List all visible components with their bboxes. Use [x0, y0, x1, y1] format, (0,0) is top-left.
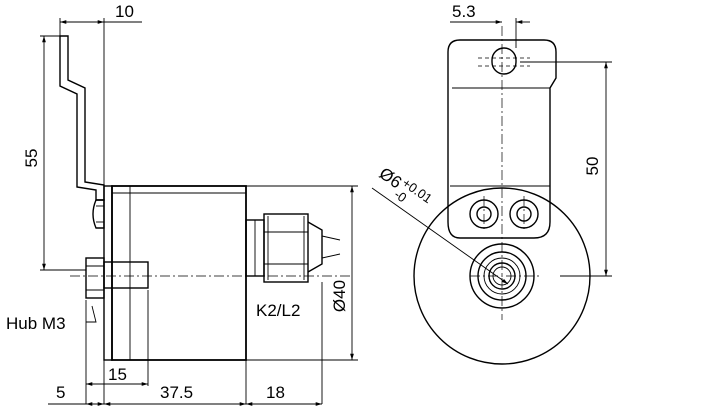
- flange-plate: [103, 185, 113, 361]
- mounting-screws: [469, 199, 539, 229]
- cable-gland: [245, 213, 341, 283]
- dim-shaft-length: 15: [108, 365, 127, 384]
- label-connector: K2/L2: [256, 301, 300, 320]
- dim-body-length: 37.5: [160, 383, 193, 402]
- housing-body: [111, 185, 247, 361]
- dim-bracket-height: 55: [22, 149, 41, 168]
- mounting-bracket: [59, 35, 105, 201]
- dim-bracket-offset: 10: [115, 2, 134, 21]
- dim-hub-offset: 5: [56, 383, 65, 402]
- dim-slot-offset: 5.3: [452, 2, 476, 21]
- bracket-screw: [92, 199, 105, 229]
- side-view: 10 55 5 37.5 18 15 Ø40 Hub M3 K2/L2: [6, 2, 358, 406]
- label-hub: Hub M3: [6, 314, 66, 333]
- front-view: 5.3 50 Ø6 +0.01 -0: [371, 2, 612, 365]
- hub: [85, 257, 105, 299]
- shaft: [103, 261, 149, 289]
- mounting-slot: [491, 47, 517, 75]
- dim-body-diameter: Ø40: [330, 280, 349, 312]
- dim-bracket-total: 50: [583, 157, 602, 176]
- bracket-plate: [447, 39, 557, 239]
- dim-connector-length: 18: [266, 383, 285, 402]
